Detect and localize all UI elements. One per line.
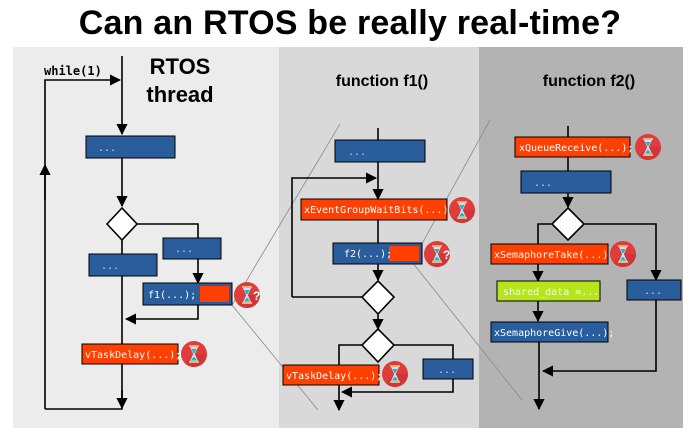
hourglass-icon xyxy=(635,134,661,161)
f2-decision xyxy=(550,206,586,242)
semaphore-take-block xyxy=(490,243,609,265)
thread-block-top-text: ... xyxy=(98,143,116,154)
heading-rtos-line1: RTOS xyxy=(150,54,211,79)
hourglass-icon xyxy=(382,361,408,388)
hourglass-question-icon: ? xyxy=(234,282,260,309)
f1-task-delay-block xyxy=(282,364,380,386)
f1-block-top xyxy=(334,139,426,163)
thread-block-right-text: ... xyxy=(175,244,193,255)
heading-rtos-line2: thread xyxy=(146,82,213,107)
thread-decision xyxy=(105,206,139,242)
thread-block-left xyxy=(88,253,158,277)
heading-function-f1: function f1() xyxy=(336,73,428,90)
svg-text:?: ? xyxy=(443,248,450,262)
zoom-guide-lines xyxy=(231,119,523,411)
f2-block-right-text: ... xyxy=(644,286,662,297)
shared-data-block xyxy=(496,280,601,302)
panel-function-f2 xyxy=(479,47,683,428)
queue-receive-text: xQueueReceive(...); xyxy=(519,143,633,154)
hourglass-icon xyxy=(449,197,475,224)
semaphore-take-text: xSemaphoreTake(...); xyxy=(494,250,614,261)
f2-block-right xyxy=(626,279,682,301)
call-f2-blocking-part xyxy=(389,246,419,261)
page-title: Can an RTOS be really real-time? xyxy=(78,4,622,42)
semaphore-give-block xyxy=(490,321,609,343)
while-loop-label: while(1) xyxy=(44,64,102,78)
svg-text:?: ? xyxy=(253,289,260,303)
f1-block-top-text: ... xyxy=(348,147,366,158)
call-f1-text: f1(...); xyxy=(148,290,196,301)
call-f2-label: f2(...); xyxy=(344,249,392,260)
hourglass-question-icon: ? xyxy=(424,241,450,268)
event-group-wait-text: xEventGroupWaitBits(...); xyxy=(304,205,455,216)
f1-loop-decision xyxy=(360,279,396,316)
thread-block-top xyxy=(85,135,176,159)
call-f1-blocking-part xyxy=(200,286,229,302)
thread-flow-lines xyxy=(39,56,204,410)
thread-block-left-text: ... xyxy=(101,261,119,272)
event-group-wait-block xyxy=(300,198,448,221)
f1-task-delay-text: vTaskDelay(...); xyxy=(286,371,382,382)
thread-task-delay-text: vTaskDelay(...); xyxy=(85,350,181,361)
hourglass-icon xyxy=(181,341,208,368)
hourglass-icon xyxy=(610,241,636,268)
semaphore-give-text: xSemaphoreGive(...); xyxy=(494,328,614,339)
queue-receive-block xyxy=(514,136,631,158)
heading-function-f2: function f2() xyxy=(543,73,635,90)
shared-data-text: shared_data =... xyxy=(503,287,599,298)
f1-block-right xyxy=(422,358,474,380)
thread-task-delay-block xyxy=(81,343,179,365)
f2-block-top xyxy=(520,170,612,194)
f1-branch-decision xyxy=(360,327,396,364)
f2-block-top-text: ... xyxy=(534,178,552,189)
f1-block-right-text: ... xyxy=(438,365,456,376)
f1-flow-lines xyxy=(291,128,454,412)
thread-block-right xyxy=(162,237,222,260)
f2-flow-lines xyxy=(532,126,662,411)
